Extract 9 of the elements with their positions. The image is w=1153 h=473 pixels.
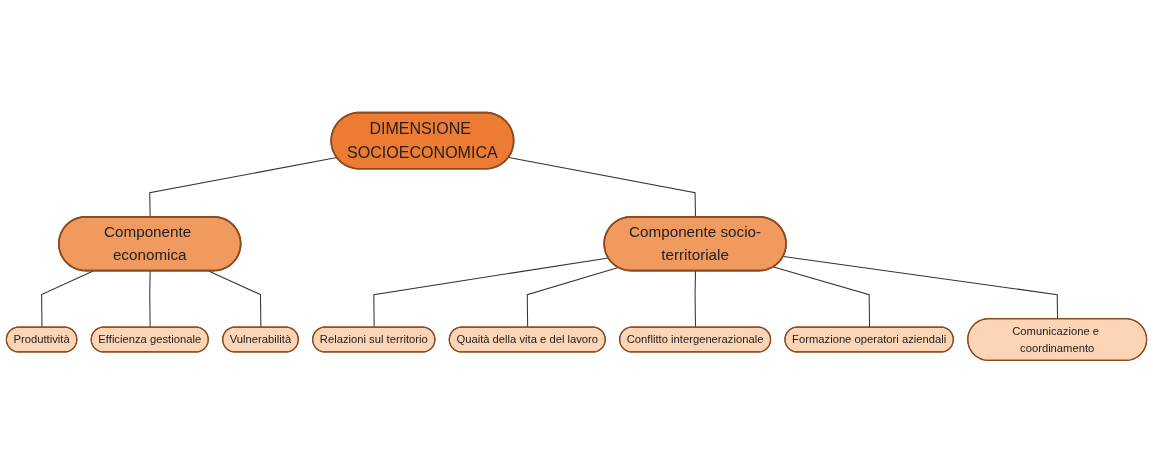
connector [773, 266, 871, 329]
connector [782, 255, 1059, 320]
connector [694, 270, 696, 329]
connector [41, 270, 94, 329]
connector [149, 270, 151, 329]
connector [508, 156, 696, 218]
connector [373, 257, 609, 329]
connector [526, 267, 619, 329]
connector [208, 270, 262, 329]
